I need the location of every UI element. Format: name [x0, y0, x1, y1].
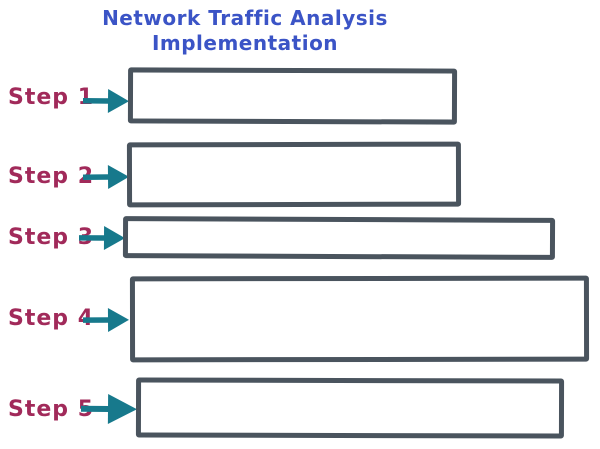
step-1-label: Step 1 — [8, 85, 94, 110]
step-2-box — [126, 141, 462, 208]
step-4-label: Step 4 — [8, 306, 94, 331]
step-1-box — [127, 67, 458, 125]
right-arrow-icon — [78, 226, 125, 251]
diagram-title: Network Traffic Analysis Implementation — [45, 6, 445, 56]
step-3-label: Step 3 — [8, 225, 94, 250]
right-arrow-icon — [80, 393, 137, 424]
title-line-1: Network Traffic Analysis — [102, 6, 388, 30]
step-3-box — [122, 216, 556, 260]
step-4-box — [129, 275, 590, 363]
step-5-box — [135, 377, 565, 439]
title-line-2: Implementation — [151, 31, 339, 55]
step-5-label: Step 5 — [8, 397, 94, 422]
right-arrow-icon — [82, 307, 129, 332]
right-arrow-icon — [82, 89, 129, 114]
step-2-label: Step 2 — [8, 164, 94, 189]
right-arrow-icon — [82, 164, 129, 189]
